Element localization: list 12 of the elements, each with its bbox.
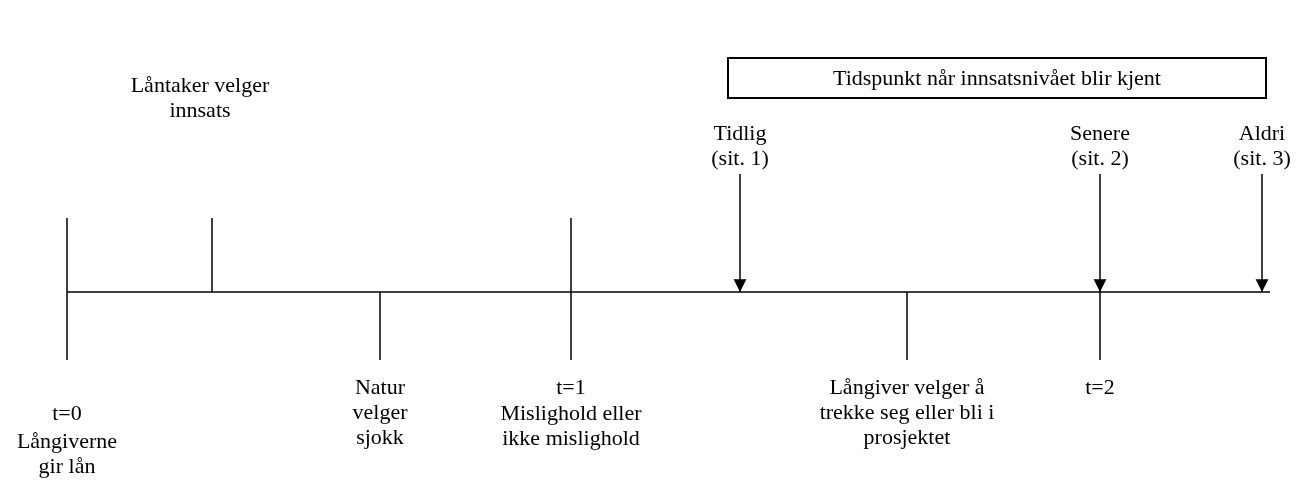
arrow [733, 173, 747, 293]
arrow [1093, 173, 1107, 293]
event-label: Natur velger sjokk [351, 374, 409, 449]
event-label: t=0 [51, 400, 83, 425]
event-label: Långiver velger å trekke seg eller bli i prosjektet [818, 374, 996, 449]
event-label: Långiverne gir lån [15, 428, 119, 478]
event-label: t=1 [555, 374, 587, 399]
event-label: Mislighold eller ikke mislighold [499, 400, 643, 450]
event-label: t=2 [1084, 374, 1116, 399]
heading-box: Tidspunkt når innsatsnivået blir kjent [727, 57, 1267, 99]
arrow [1255, 173, 1269, 293]
event-label: Låntaker velger innsats [129, 72, 271, 122]
